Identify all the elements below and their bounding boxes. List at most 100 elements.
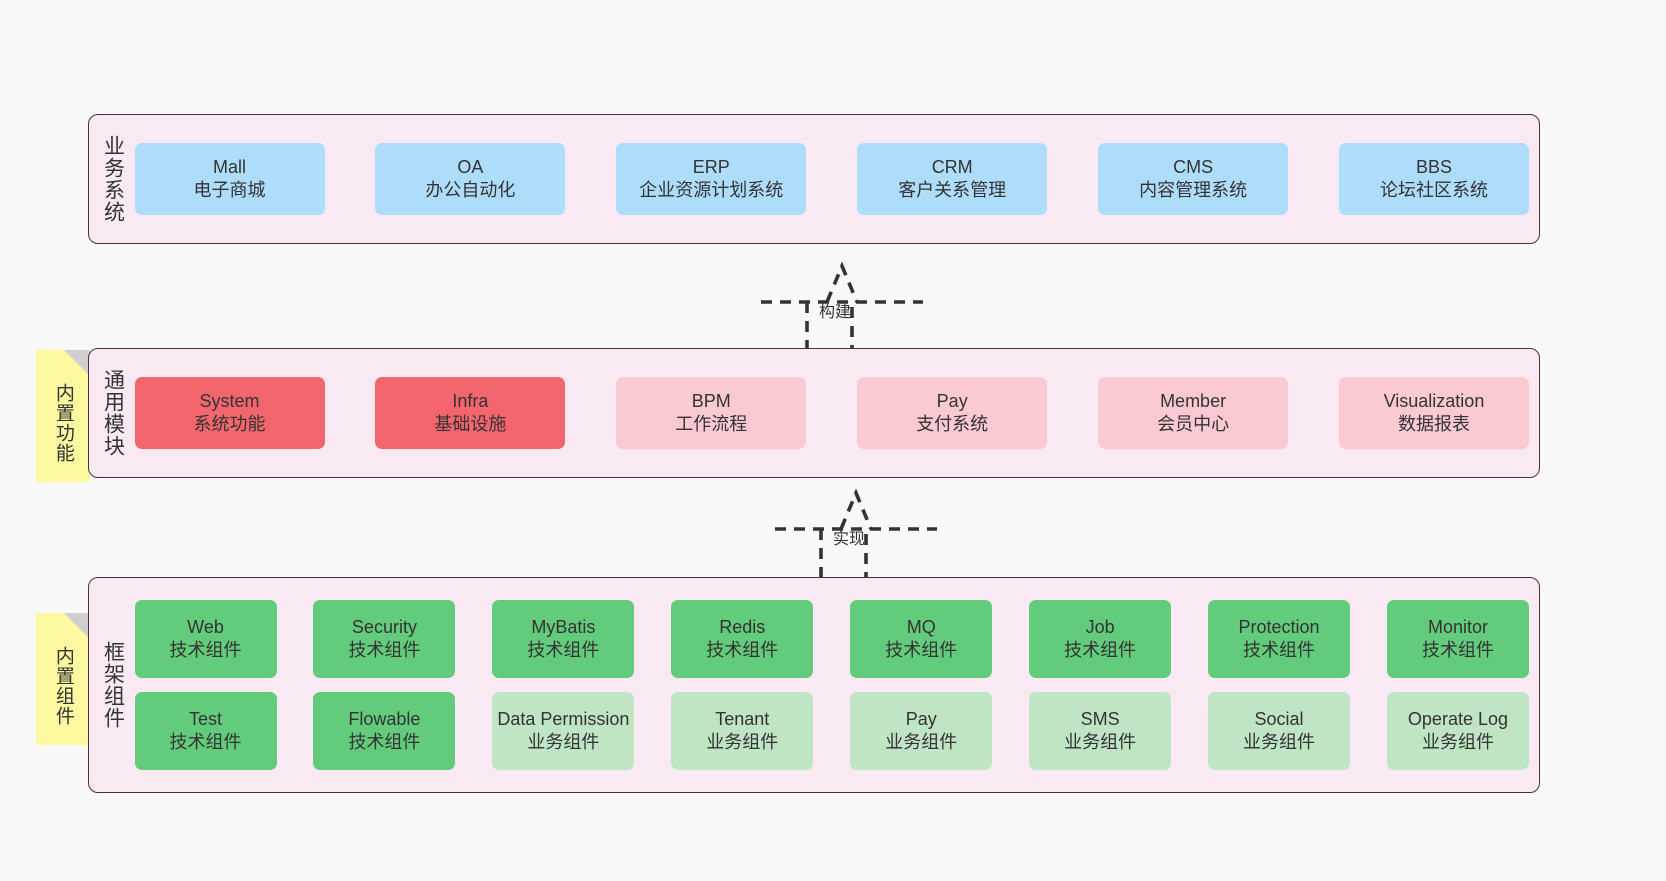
- card-flowable[interactable]: Flowable 技术组件: [313, 692, 456, 770]
- card-system[interactable]: System 系统功能: [134, 377, 325, 449]
- card-title: Member: [1160, 390, 1227, 411]
- card-member[interactable]: Member 会员中心: [1098, 377, 1289, 449]
- card-title: Mall: [213, 156, 247, 177]
- layer-common-modules: 通用模块 System 系统功能 Infra 基础设施 BPM 工作流程 Pay…: [88, 348, 1540, 478]
- card-cms[interactable]: CMS 内容管理系统: [1098, 143, 1289, 215]
- card-subtitle: 支付系统: [916, 414, 989, 434]
- card-pay-component[interactable]: Pay 业务组件: [850, 692, 993, 770]
- card-title: Operate Log: [1407, 708, 1508, 729]
- card-bbs[interactable]: BBS 论坛社区系统: [1338, 143, 1529, 215]
- layer-business-system: 业务系统 Mall 电子商城 OA 办公自动化 ERP 企业资源计划系统 CRM…: [88, 114, 1540, 244]
- card-title: Tenant: [715, 708, 770, 729]
- note-builtin-features-label: 内置功能: [52, 383, 74, 463]
- card-title: CRM: [931, 156, 973, 177]
- card-subtitle: 技术组件: [1243, 640, 1316, 660]
- card-mq[interactable]: MQ 技术组件: [850, 600, 993, 678]
- card-title: Web: [187, 616, 224, 637]
- card-subtitle: 技术组件: [1064, 640, 1137, 660]
- card-test[interactable]: Test 技术组件: [134, 692, 277, 770]
- card-subtitle: 业务组件: [885, 732, 958, 752]
- connector-implement-label: 实现: [833, 531, 866, 548]
- card-title: System: [199, 390, 260, 411]
- card-operate-log[interactable]: Operate Log 业务组件: [1386, 692, 1529, 770]
- card-subtitle: 技术组件: [885, 640, 958, 660]
- card-subtitle: 工作流程: [675, 414, 748, 434]
- card-title: Job: [1085, 616, 1115, 637]
- card-title: ERP: [692, 156, 730, 177]
- card-title: Security: [351, 616, 417, 637]
- card-title: BBS: [1415, 156, 1452, 177]
- card-title: Monitor: [1427, 616, 1488, 637]
- card-mybatis[interactable]: MyBatis 技术组件: [492, 600, 635, 678]
- connector-build: 构建: [757, 262, 927, 362]
- card-infra[interactable]: Infra 基础设施: [375, 377, 566, 449]
- card-title: Flowable: [348, 708, 421, 729]
- card-title: Data Permission: [497, 708, 630, 729]
- card-redis[interactable]: Redis 技术组件: [671, 600, 814, 678]
- card-job[interactable]: Job 技术组件: [1029, 600, 1172, 678]
- card-subtitle: 系统功能: [193, 414, 266, 434]
- layer-label-framework-components: 框架组件: [101, 641, 125, 729]
- layer-label-business-system: 业务系统: [101, 135, 125, 223]
- card-subtitle: 内容管理系统: [1139, 180, 1248, 200]
- card-subtitle: 业务组件: [1064, 732, 1137, 752]
- card-title: Protection: [1238, 616, 1320, 637]
- dashed-hollow-arrow-icon: [761, 262, 923, 356]
- card-subtitle: 企业资源计划系统: [639, 180, 784, 200]
- card-social[interactable]: Social 业务组件: [1208, 692, 1351, 770]
- card-visualization[interactable]: Visualization 数据报表: [1338, 377, 1529, 449]
- card-tenant[interactable]: Tenant 业务组件: [671, 692, 814, 770]
- card-subtitle: 技术组件: [169, 640, 242, 660]
- card-subtitle: 会员中心: [1157, 414, 1230, 434]
- card-bpm[interactable]: BPM 工作流程: [616, 377, 807, 449]
- card-security[interactable]: Security 技术组件: [313, 600, 456, 678]
- card-monitor[interactable]: Monitor 技术组件: [1386, 600, 1529, 678]
- note-builtin-features: 内置功能: [36, 350, 90, 482]
- card-title: OA: [457, 156, 484, 177]
- card-subtitle: 技术组件: [527, 640, 600, 660]
- card-subtitle: 数据报表: [1397, 414, 1470, 434]
- card-title: Pay: [905, 708, 937, 729]
- card-subtitle: 技术组件: [348, 640, 421, 660]
- dashed-hollow-arrow-icon: [775, 489, 937, 583]
- card-subtitle: 论坛社区系统: [1379, 180, 1488, 200]
- card-subtitle: 技术组件: [169, 732, 242, 752]
- card-subtitle: 技术组件: [706, 640, 779, 660]
- card-erp[interactable]: ERP 企业资源计划系统: [616, 143, 807, 215]
- card-title: CMS: [1173, 156, 1214, 177]
- framework-row-business: Test 技术组件 Flowable 技术组件 Data Permission …: [134, 692, 1529, 770]
- card-subtitle: 业务组件: [1421, 732, 1494, 752]
- card-oa[interactable]: OA 办公自动化: [375, 143, 566, 215]
- layer-label-common-modules: 通用模块: [101, 369, 125, 457]
- card-title: BPM: [691, 390, 731, 411]
- card-web[interactable]: Web 技术组件: [134, 600, 277, 678]
- card-subtitle: 客户关系管理: [898, 180, 1007, 200]
- layer-framework-components: 框架组件 Web 技术组件 Security 技术组件 MyBatis 技术组件…: [88, 577, 1540, 793]
- card-title: MyBatis: [531, 616, 596, 637]
- note-builtin-components-label: 内置组件: [52, 646, 74, 726]
- card-subtitle: 基础设施: [434, 414, 507, 434]
- card-title: Social: [1254, 708, 1304, 729]
- card-title: Pay: [936, 390, 968, 411]
- card-data-permission[interactable]: Data Permission 业务组件: [492, 692, 635, 770]
- note-fold-icon: [64, 350, 90, 376]
- framework-row-technical: Web 技术组件 Security 技术组件 MyBatis 技术组件 Redi…: [134, 600, 1529, 678]
- note-builtin-components: 内置组件: [36, 613, 90, 745]
- card-title: Redis: [719, 616, 766, 637]
- card-protection[interactable]: Protection 技术组件: [1208, 600, 1351, 678]
- layer-business-cards: Mall 电子商城 OA 办公自动化 ERP 企业资源计划系统 CRM 客户关系…: [131, 115, 1539, 243]
- card-mall[interactable]: Mall 电子商城: [134, 143, 325, 215]
- card-subtitle: 业务组件: [1243, 732, 1316, 752]
- card-subtitle: 业务组件: [527, 732, 600, 752]
- card-sms[interactable]: SMS 业务组件: [1029, 692, 1172, 770]
- note-fold-icon: [64, 613, 90, 639]
- layer-framework-cards: Web 技术组件 Security 技术组件 MyBatis 技术组件 Redi…: [131, 578, 1539, 792]
- card-title: Infra: [452, 390, 489, 411]
- connector-build-label: 构建: [819, 304, 852, 321]
- card-subtitle: 业务组件: [706, 732, 779, 752]
- layer-common-cards: System 系统功能 Infra 基础设施 BPM 工作流程 Pay 支付系统…: [131, 349, 1539, 477]
- card-crm[interactable]: CRM 客户关系管理: [857, 143, 1048, 215]
- connector-implement: 实现: [771, 489, 941, 589]
- card-pay-module[interactable]: Pay 支付系统: [857, 377, 1048, 449]
